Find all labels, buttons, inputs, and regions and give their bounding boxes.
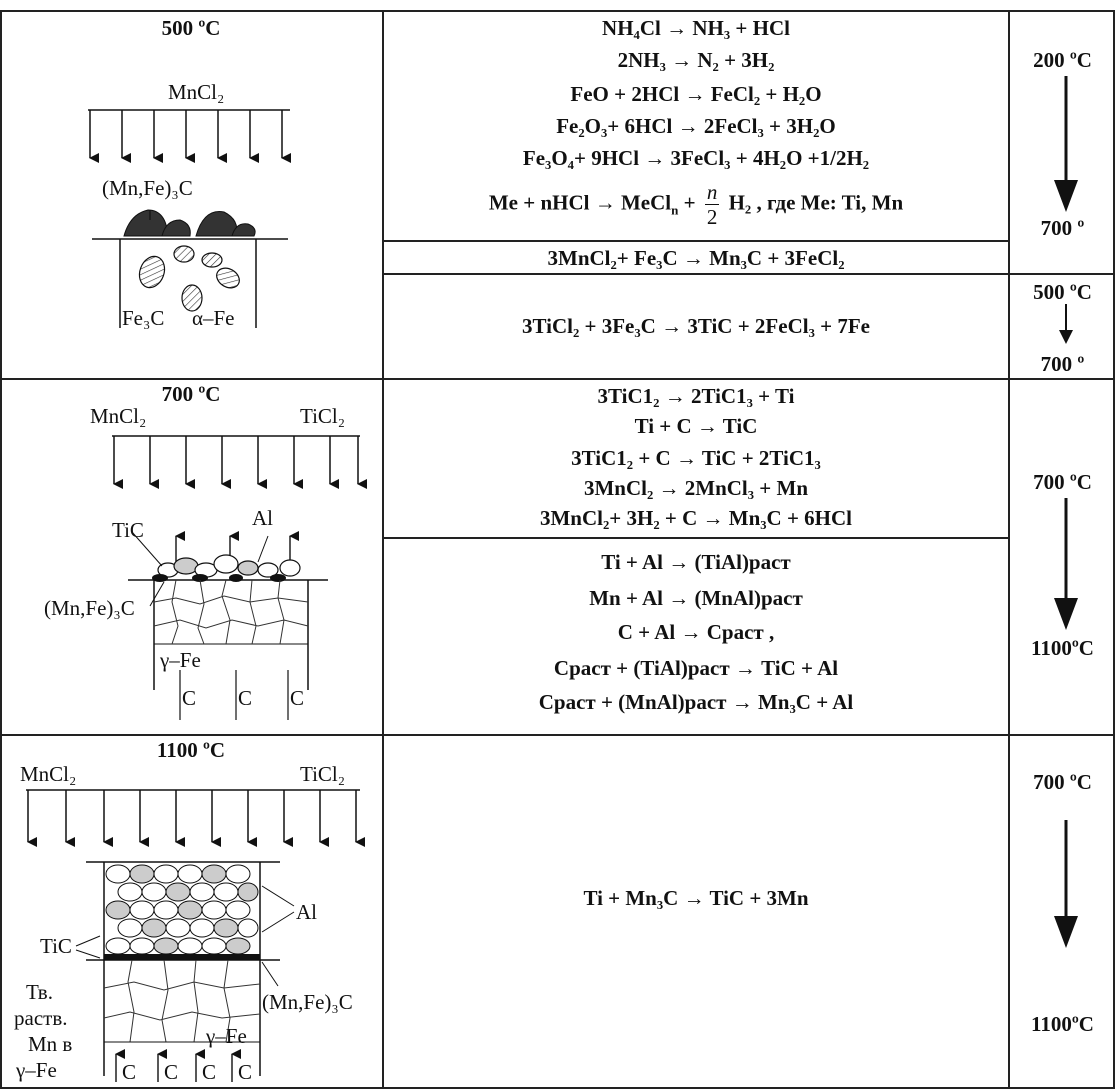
row-divider-2 bbox=[0, 734, 1115, 736]
row3-c-label-3: C bbox=[202, 1060, 217, 1084]
row2-eq-3: 3TiC1₂ + C → TiC + 2TiC1₃ bbox=[571, 446, 821, 470]
row2-title: 700 ºC bbox=[161, 382, 221, 406]
row2-temp-to: 1100ºC bbox=[1031, 636, 1094, 660]
border-left bbox=[0, 10, 2, 1088]
row1-temp-from: 200 ºC bbox=[1033, 48, 1092, 72]
row3-solid-label-1: Тв. bbox=[26, 980, 53, 1004]
row2-c-label-1: C bbox=[182, 686, 197, 710]
row3-c-label-2: C bbox=[164, 1060, 179, 1084]
row3-mncl2-label: MnCl₂ bbox=[20, 762, 77, 786]
row-divider-1 bbox=[0, 378, 1115, 380]
row2-eq-10: Cраст + (MnAl)раст → Mn₃C + Al bbox=[538, 690, 854, 714]
column-divider-1 bbox=[382, 10, 384, 1088]
row3-temp-to: 1100ºC bbox=[1031, 1012, 1094, 1036]
row3-eq-1: Ti + Mn₃C → TiC + 3Mn bbox=[583, 886, 809, 910]
row3-gamma-fe-label: γ–Fe bbox=[206, 1024, 247, 1048]
row3-solid-label-3: Mn в bbox=[28, 1032, 73, 1056]
row1-eq-2: 2NH₃ → N₂ + 3H₂ bbox=[617, 48, 775, 72]
row2-temp-arrow-down-icon bbox=[1054, 498, 1078, 630]
row3-diagram bbox=[26, 789, 365, 1082]
row1-inner-divider-b bbox=[382, 273, 1115, 275]
row1-temp-to: 700 º bbox=[1040, 216, 1085, 240]
row2-temp-from: 700 ºC bbox=[1033, 470, 1092, 494]
row1-eq-1: NH₄Cl → NH₃ + HCl bbox=[602, 16, 790, 40]
row2-eq-7: Mn + Al → (MnAl)раст bbox=[589, 586, 803, 610]
border-bottom bbox=[0, 1087, 1115, 1089]
row1-carbide-label: (Mn,Fe)₃C bbox=[102, 176, 193, 200]
row1-alpha-fe-label: α–Fe bbox=[192, 306, 235, 330]
row3-carbide-label: (Mn,Fe)₃C bbox=[262, 990, 353, 1014]
row2-ticl2-label: TiCl₂ bbox=[300, 404, 346, 428]
row1-eq-tic: 3TiCl₂ + 3Fe₃C → 3TiC + 2FeCl₃ + 7Fe bbox=[522, 314, 870, 338]
row3-solid-label-4: γ–Fe bbox=[16, 1058, 57, 1082]
row2-gamma-fe-label: γ–Fe bbox=[160, 648, 201, 672]
row3-ticl2-label: TiCl₂ bbox=[300, 762, 346, 786]
column-divider-2 bbox=[1008, 10, 1010, 1088]
row2-carbide-label: (Mn,Fe)₃C bbox=[44, 596, 135, 620]
row1-diagram bbox=[88, 109, 291, 328]
row2-eq-9: Cраст + (TiAl)раст → TiC + Al bbox=[553, 656, 839, 680]
row1-temp-arrow-down-icon bbox=[1054, 76, 1078, 212]
row1-temp2-arrow-down-icon bbox=[1059, 304, 1073, 344]
row2-inner-divider bbox=[382, 537, 1008, 539]
row2-c-label-3: C bbox=[290, 686, 305, 710]
row3-solid-label-2: раств. bbox=[14, 1006, 68, 1030]
row1-eq-3: FeO + 2HCl → FeCl₂ + H₂O bbox=[570, 82, 822, 106]
row3-temp-from: 700 ºC bbox=[1033, 770, 1092, 794]
row2-tic-label: TiC bbox=[112, 518, 144, 542]
row1-temp2-from: 500 ºC bbox=[1033, 280, 1092, 304]
row3-temp-arrow-down-icon bbox=[1054, 820, 1078, 948]
row3-al-label: Al bbox=[296, 900, 317, 924]
row2-c-label-2: C bbox=[238, 686, 253, 710]
border-top bbox=[0, 10, 1115, 12]
row2-eq-8: C + Al → Cраст , bbox=[617, 620, 775, 644]
row1-eq-5: Fe₃O₄+ 9HCl → 3FeCl₃ + 4H₂O +1/2H₂ bbox=[522, 146, 870, 170]
row2-eq-5: 3MnCl₂+ 3H₂ + C → Mn₃C + 6HCl bbox=[539, 506, 853, 530]
row1-mncl2-label: MnCl₂ bbox=[168, 80, 225, 104]
row1-title: 500 ºC bbox=[161, 16, 221, 40]
row3-c-label-1: C bbox=[122, 1060, 137, 1084]
row2-eq-4: 3MnCl₂ → 2MnCl₃ + Mn bbox=[583, 476, 809, 500]
row2-mncl2-label: MnCl₂ bbox=[90, 404, 147, 428]
row3-c-label-4: C bbox=[238, 1060, 253, 1084]
border-right bbox=[1113, 10, 1115, 1088]
row1-fe3c-label: Fe₃C bbox=[122, 306, 165, 330]
row2-eq-2: Ti + C → TiC bbox=[634, 414, 758, 438]
row1-eq-4: Fe₂O₃+ 6HCl → 2FeCl₃ + 3H₂O bbox=[556, 114, 836, 138]
row2-al-label: Al bbox=[252, 506, 273, 530]
row2-eq-1: 3TiC1₂ → 2TiC1₃ + Ti bbox=[597, 384, 795, 408]
row3-title: 1100 ºC bbox=[156, 738, 226, 762]
row3-tic-label: TiC bbox=[40, 934, 72, 958]
row2-diagram bbox=[112, 435, 367, 720]
row2-eq-6: Ti + Al → (TiAl)раст bbox=[601, 550, 791, 574]
row1-temp2-to: 700 º bbox=[1040, 352, 1085, 376]
row1-eq-mn3c: 3MnCl₂+ Fe₃C → Mn₃C + 3FeCl₂ bbox=[547, 246, 845, 270]
row1-inner-divider-a bbox=[382, 240, 1008, 242]
